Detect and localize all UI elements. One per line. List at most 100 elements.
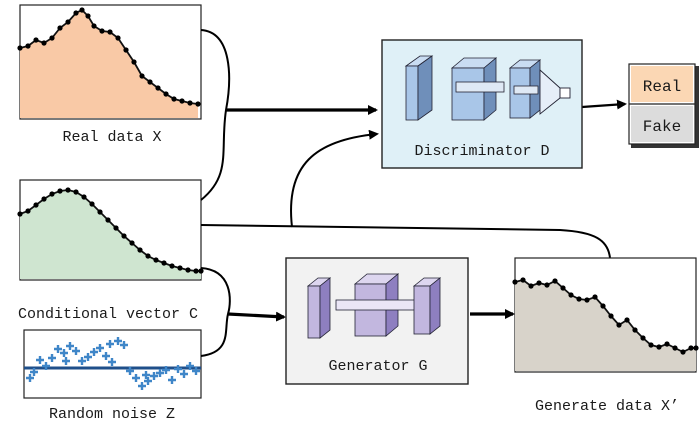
fake-output-label: Fake — [643, 118, 681, 136]
real-data-point — [91, 23, 97, 29]
random-noise-label: Random noise Z — [49, 406, 175, 423]
noise-mark — [120, 341, 128, 349]
real-data-point — [115, 35, 121, 41]
conditional-point — [81, 194, 87, 200]
noise-mark — [90, 348, 98, 356]
noise-mark — [54, 345, 62, 353]
conditional-vector-label: Conditional vector C — [18, 306, 198, 323]
conditional-point — [185, 267, 191, 273]
generated-point — [632, 327, 638, 333]
real-data-point — [49, 35, 55, 41]
real-output-label: Real — [643, 78, 681, 96]
noise-mark — [150, 372, 158, 380]
noise-mark — [174, 365, 182, 373]
generated-point — [693, 345, 699, 351]
conditional-point — [41, 196, 47, 202]
noise-mark — [156, 369, 164, 377]
real-data-point — [107, 29, 113, 35]
conditional-vector-panel — [17, 179, 204, 281]
noise-mark — [186, 362, 194, 370]
noise-mark — [42, 362, 50, 370]
generated-point — [520, 277, 526, 283]
conditional-point — [73, 189, 79, 195]
conditional-point — [198, 268, 204, 274]
discriminator-label: Discriminator D — [414, 143, 549, 160]
noise-mark — [106, 340, 114, 348]
noise-mark — [142, 371, 150, 379]
real-data-point — [25, 43, 31, 49]
noise-mark — [144, 377, 152, 385]
noise-mark — [66, 342, 74, 350]
noise-mark — [84, 353, 92, 361]
random-noise-panel — [23, 329, 202, 399]
conditional-point — [105, 217, 111, 223]
conditional-points — [17, 187, 204, 274]
generated-point — [640, 335, 646, 341]
conditional-point — [145, 253, 151, 259]
real-data-point — [123, 47, 129, 53]
cnn-layer-block-icon — [306, 273, 442, 339]
noise-mark — [162, 366, 170, 374]
conditional-point — [49, 191, 55, 197]
real-data-point — [57, 25, 63, 31]
noise-mark — [192, 367, 200, 375]
real-data-point — [147, 79, 153, 85]
conditional-point — [161, 260, 167, 266]
noise-mark — [72, 347, 80, 355]
noise-mark — [26, 374, 34, 382]
noise-mark — [62, 357, 70, 365]
conditional-point — [17, 211, 23, 217]
conditional-point — [137, 247, 143, 253]
generated-point — [584, 297, 590, 303]
generated-point — [552, 278, 558, 284]
real-data-label: Real data X — [62, 129, 161, 146]
real-output — [631, 66, 693, 102]
noise-scatter-icon — [26, 337, 200, 390]
conditional-point — [169, 263, 175, 269]
cnn-layer-block-icon — [404, 55, 542, 121]
generated-point — [648, 342, 654, 348]
generator-block: Generator G — [285, 257, 469, 385]
real-data-area — [20, 10, 198, 118]
real-data-point — [139, 73, 145, 79]
generated-point — [568, 292, 574, 298]
conditional-point — [113, 225, 119, 231]
conditional-point — [177, 265, 183, 271]
real-data-point — [17, 45, 23, 51]
real-data-point — [179, 98, 185, 104]
noise-mark — [48, 354, 56, 362]
noise-mark — [78, 357, 86, 365]
noise-mark — [102, 352, 110, 360]
noise-mark — [60, 349, 68, 357]
conditional-point — [89, 201, 95, 207]
generator-label: Generator G — [328, 358, 427, 375]
discriminator-block: Discriminator D — [381, 39, 583, 169]
noise-mark — [36, 356, 44, 364]
real-data-point — [41, 40, 47, 46]
noise-mark — [114, 337, 122, 345]
real-data-point — [33, 37, 39, 43]
noise-mark — [108, 358, 116, 366]
real-data-point — [155, 85, 161, 91]
real-data-point — [187, 100, 193, 106]
conditional-point — [97, 209, 103, 215]
real-data-points — [17, 7, 201, 107]
conditional-point — [129, 240, 135, 246]
real-data-panel — [17, 4, 202, 120]
conditional-point — [33, 202, 39, 208]
generated-point — [592, 294, 598, 300]
conditional-point — [153, 257, 159, 263]
generated-point — [528, 283, 534, 289]
generated-point — [656, 344, 662, 350]
generated-point — [664, 341, 670, 347]
conditional-area — [20, 190, 201, 279]
real-data-point — [195, 101, 201, 107]
conditional-point — [57, 188, 63, 194]
generated-data-panel — [512, 257, 699, 373]
real-data-point — [131, 59, 137, 65]
real-data-point — [171, 96, 177, 102]
conditional-point — [25, 208, 31, 214]
generated-point — [608, 313, 614, 319]
fake-output — [631, 106, 693, 142]
